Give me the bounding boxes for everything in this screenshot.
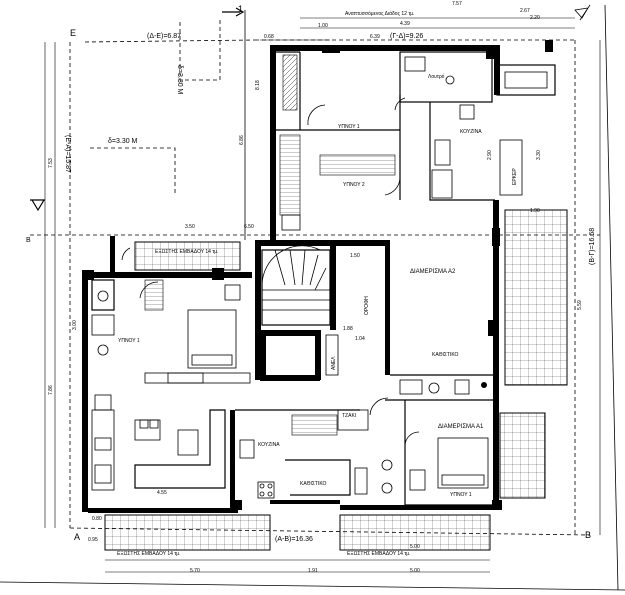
dim-a-b: (Α-Β)=16.36: [275, 536, 313, 543]
apartment-a2: ΔΙΑΜΕΡΙΣΜΑ Α2 ΚΑΘΙΣΤΙΚΟ: [385, 240, 495, 395]
room-bedroom1-top: ΥΠΝΟΥ 1: [338, 124, 360, 130]
room-storage: ΕΡΚΕΡ: [512, 168, 518, 185]
dim-6-39: 6.39: [370, 34, 380, 40]
room-bedroom2-top: ΥΠΝΟΥ 2: [343, 182, 365, 188]
dim-7-86: 7.86: [48, 385, 54, 395]
room-bedroom1-left: ΥΠΝΟΥ 1: [118, 338, 140, 344]
dim-7-53: 7.53: [48, 158, 54, 168]
level-marker-left: [30, 199, 45, 212]
dim-7-57: 7.57: [452, 1, 462, 7]
dim-6-86: 6.86: [239, 135, 245, 145]
stair-core: ΟΡΟΦΗ ΑΝΕΛ: [255, 240, 385, 381]
dim-0-95: 0.95: [88, 537, 98, 543]
section-arrow: [222, 7, 245, 17]
dim-delta-e: (Δ-Ε)=6.87: [147, 33, 181, 40]
plot-title: Αναπτυσσόμενος Διάδος 12 τμ.: [345, 10, 415, 17]
upper-wing: Λουτρό ΥΠΝΟΥ 1 ΥΠΝΟΥ 2 ΚΟΥΖΙΝΑ ΕΡΚΕΡ: [270, 40, 556, 245]
dim-5-59: 5.59: [577, 300, 583, 310]
dim-8-18: 8.18: [255, 80, 261, 90]
balcony-note-right: ΕΞΩΣΤΗΣ ΕΜΒΑΔΟΥ 14 τμ.: [347, 551, 411, 557]
room-elevator: ΑΝΕΛ: [331, 356, 337, 370]
left-apartment: ΥΠΝΟΥ 1: [82, 236, 252, 512]
room-living-a2: ΚΑΘΙΣΤΙΚΟ: [432, 352, 459, 358]
room-roof-stair: ΟΡΟΦΗ: [364, 296, 370, 315]
dim-1-04: 1.04: [355, 336, 365, 342]
section-marker-1: 1: [238, 4, 243, 14]
axis-label-b: B: [585, 530, 591, 540]
axis-label-b-left: B: [26, 237, 31, 244]
dim-1-50: 1.50: [350, 253, 360, 259]
right-balcony: [493, 200, 568, 500]
setback-delta-horizontal: δ=3.30 Μ: [108, 138, 138, 145]
dim-1-00: 1.00: [318, 23, 328, 29]
dim-0-68: 0.68: [264, 34, 274, 40]
room-living-bottom: ΚΑΘΙΣΤΙΚΟ: [300, 481, 327, 487]
dim-3-50: 3.50: [185, 224, 195, 230]
balcony-note-top: ΕΞΩΣΤΗΣ ΕΜΒΑΔΟΥ 14 τμ.: [155, 249, 219, 255]
dim-0-80: 0.80: [92, 516, 102, 522]
dim-5-70: 5.70: [190, 568, 200, 574]
dim-5-00-a: 5.00: [410, 568, 420, 574]
bottom-balconies: ΕΞΩΣΤΗΣ ΕΜΒΑΔΟΥ 14 τμ. ΕΞΩΣΤΗΣ ΕΜΒΑΔΟΥ 1…: [88, 249, 495, 557]
structural-columns: [82, 45, 502, 510]
setback-delta-vertical: δ=3.30 Μ: [176, 65, 183, 95]
dim-4-39: 4.39: [400, 21, 410, 27]
apartment-a1: ΔΙΑΜΕΡΙΣΜΑ Α1 ΥΠΝΟΥ 1: [381, 399, 495, 506]
dim-1-88: 1.88: [343, 326, 353, 332]
room-bedroom1-right: ΥΠΝΟΥ 1: [450, 492, 472, 498]
room-apartment-a1: ΔΙΑΜΕΡΙΣΜΑ Α1: [438, 424, 484, 430]
dim-1-91: 1.91: [308, 568, 318, 574]
room-bath: Λουτρό: [428, 73, 445, 80]
axis-label-a: A: [74, 532, 80, 542]
dim-gamma-delta: (Γ-Δ)=9.26: [390, 33, 423, 40]
dim-6-50: 6.50: [244, 224, 254, 230]
dim-3-00: 3.00: [72, 320, 78, 330]
dim-2-67: 2.67: [520, 8, 530, 14]
bottom-middle: ΚΟΥΖΙΝΑ ΚΑΘΙΣΤΙΚΟ ΤΖΑΚΙ: [230, 397, 389, 510]
room-fireplace: ΤΖΑΚΙ: [342, 413, 356, 419]
room-kitchen-top: ΚΟΥΖΙΝΑ: [460, 129, 482, 135]
dim-4-55: 4.55: [157, 490, 167, 496]
site-boundary: [604, 4, 619, 591]
dim-2-90: 2.90: [487, 150, 493, 160]
site-boundary-bottom: [0, 581, 625, 591]
dim-b-g: (Β-Γ)=16.68: [589, 228, 596, 265]
room-kitchen-bottom: ΚΟΥΖΙΝΑ: [258, 442, 280, 448]
dim-e-a: (Ε-Α)=15.87: [64, 135, 71, 173]
axis-label-e: E: [70, 28, 76, 38]
balcony-note-left: ΕΞΩΣΤΗΣ ΕΜΒΑΔΟΥ 14 τμ.: [117, 551, 181, 557]
north-arrow: [574, 4, 591, 21]
dim-3-30: 3.30: [536, 150, 542, 160]
room-apartment-a2: ΔΙΑΜΕΡΙΣΜΑ Α2: [410, 269, 456, 275]
